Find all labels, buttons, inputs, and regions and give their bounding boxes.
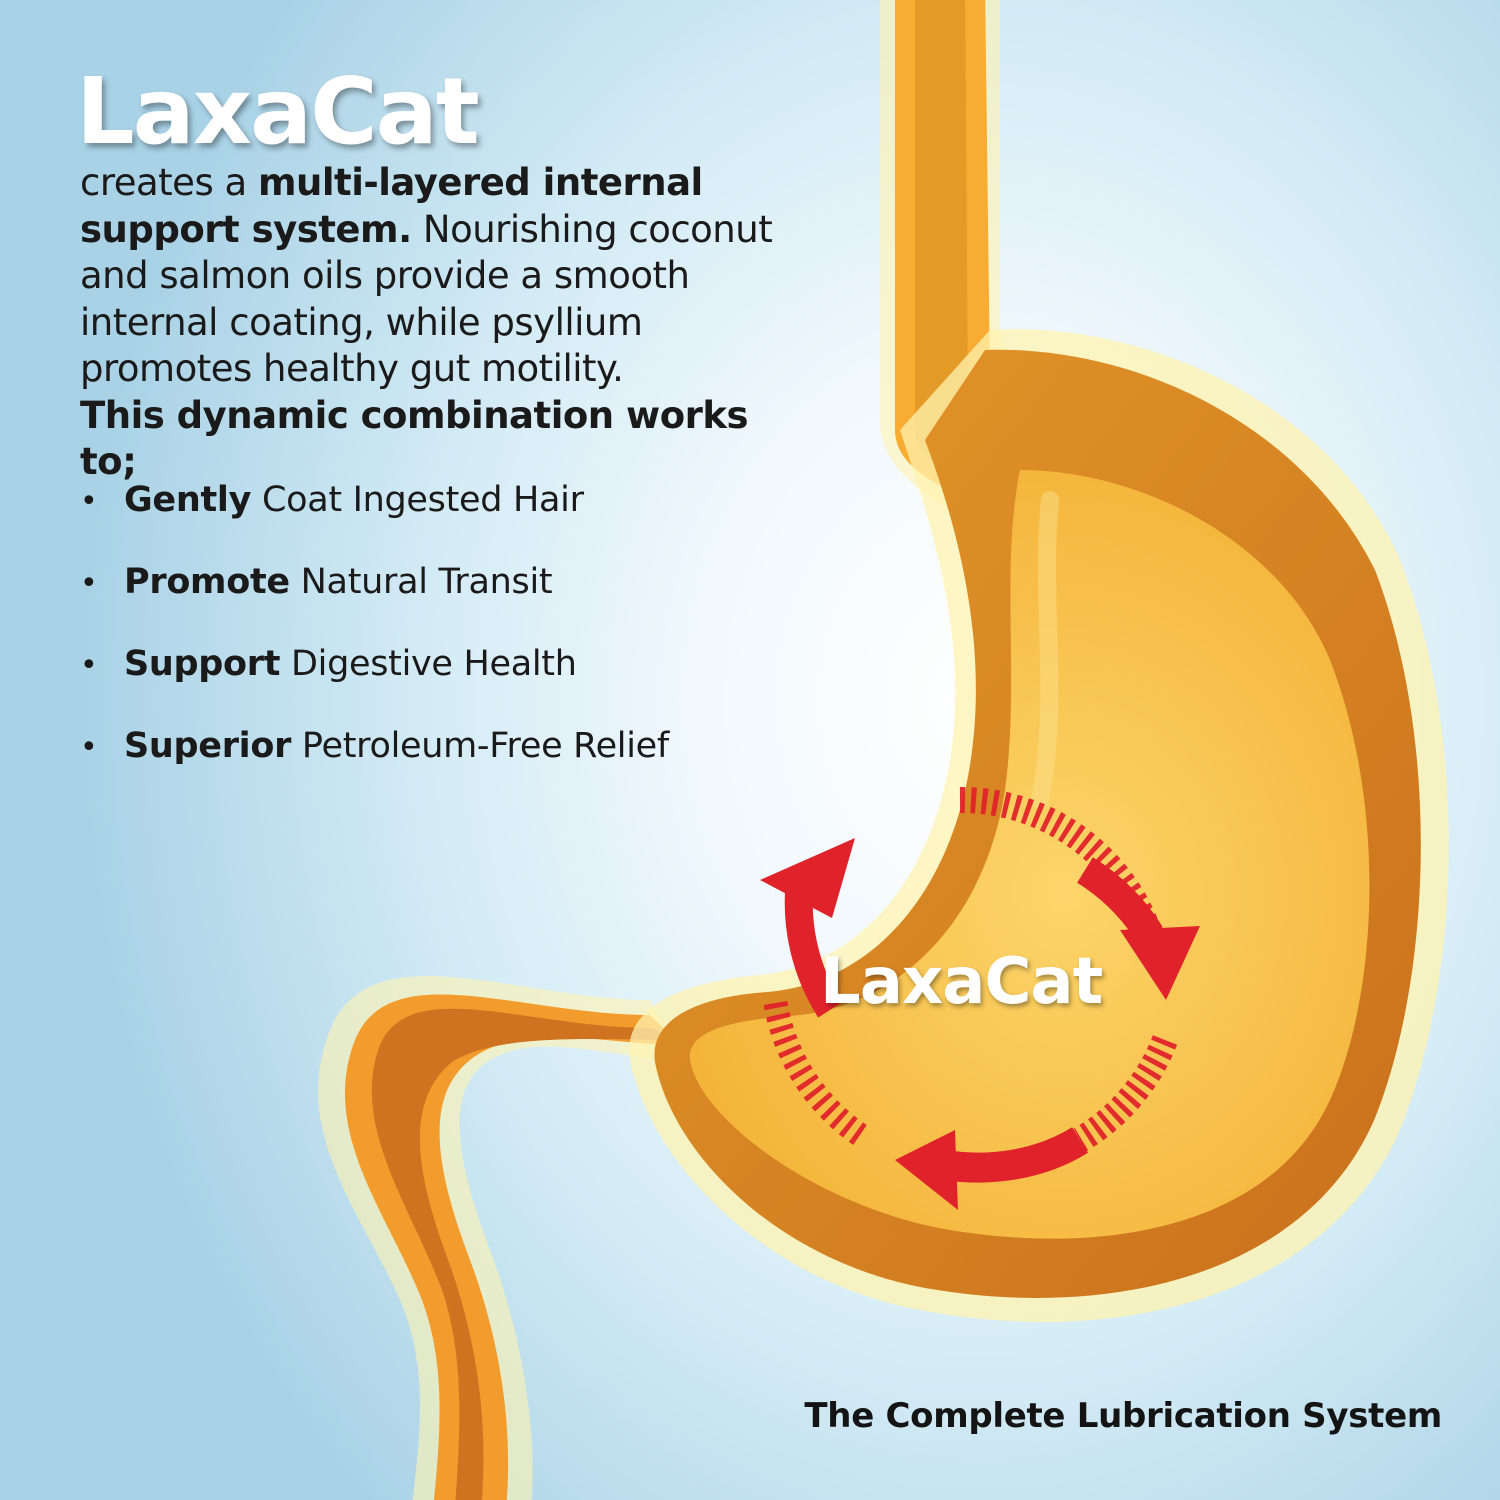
benefit-text: Natural Transit xyxy=(289,562,553,602)
intro-text-1: creates a xyxy=(80,161,258,204)
stomach-body xyxy=(629,329,1449,1323)
arrow-bottom xyxy=(1073,1035,1178,1152)
bullet-icon: • xyxy=(80,566,98,601)
benefit-text: Petroleum-Free Relief xyxy=(291,726,669,766)
intro-bold-2: This dynamic combination works to; xyxy=(80,393,749,484)
intro-paragraph: creates a multi-layered internal support… xyxy=(80,160,780,486)
benefit-keyword: Gently xyxy=(124,480,252,520)
arrow-left xyxy=(763,997,867,1145)
brand-title: LaxaCat xyxy=(76,58,480,165)
bullet-icon: • xyxy=(80,648,98,683)
benefit-item: • Gently Coat Ingested Hair xyxy=(80,475,669,557)
benefit-text: Coat Ingested Hair xyxy=(251,480,584,520)
circulation-arrows xyxy=(760,786,1200,1210)
benefit-text: Digestive Health xyxy=(280,644,577,684)
bullet-icon: • xyxy=(80,730,98,765)
benefit-list: • Gently Coat Ingested Hair • Promote Natu… xyxy=(80,475,669,803)
benefit-keyword: Promote xyxy=(124,562,290,602)
bullet-icon: • xyxy=(80,484,98,519)
benefit-item: • Support Digestive Health xyxy=(80,639,669,721)
benefit-keyword: Superior xyxy=(124,726,292,766)
tagline: The Complete Lubrication System xyxy=(804,1396,1442,1436)
benefit-item: • Promote Natural Transit xyxy=(80,557,669,639)
duodenum-tube xyxy=(318,976,680,1500)
intro-text-2: Nourishing coconut and salmon oils provi… xyxy=(80,207,773,391)
benefit-keyword: Support xyxy=(124,644,281,684)
arrow-top-right xyxy=(959,786,1163,940)
benefit-item: • Superior Petroleum-Free Relief xyxy=(80,721,669,803)
intro-bold-1: multi-layered internal support system. xyxy=(80,161,703,251)
stomach-center-label: LaxaCat xyxy=(820,945,1103,1019)
